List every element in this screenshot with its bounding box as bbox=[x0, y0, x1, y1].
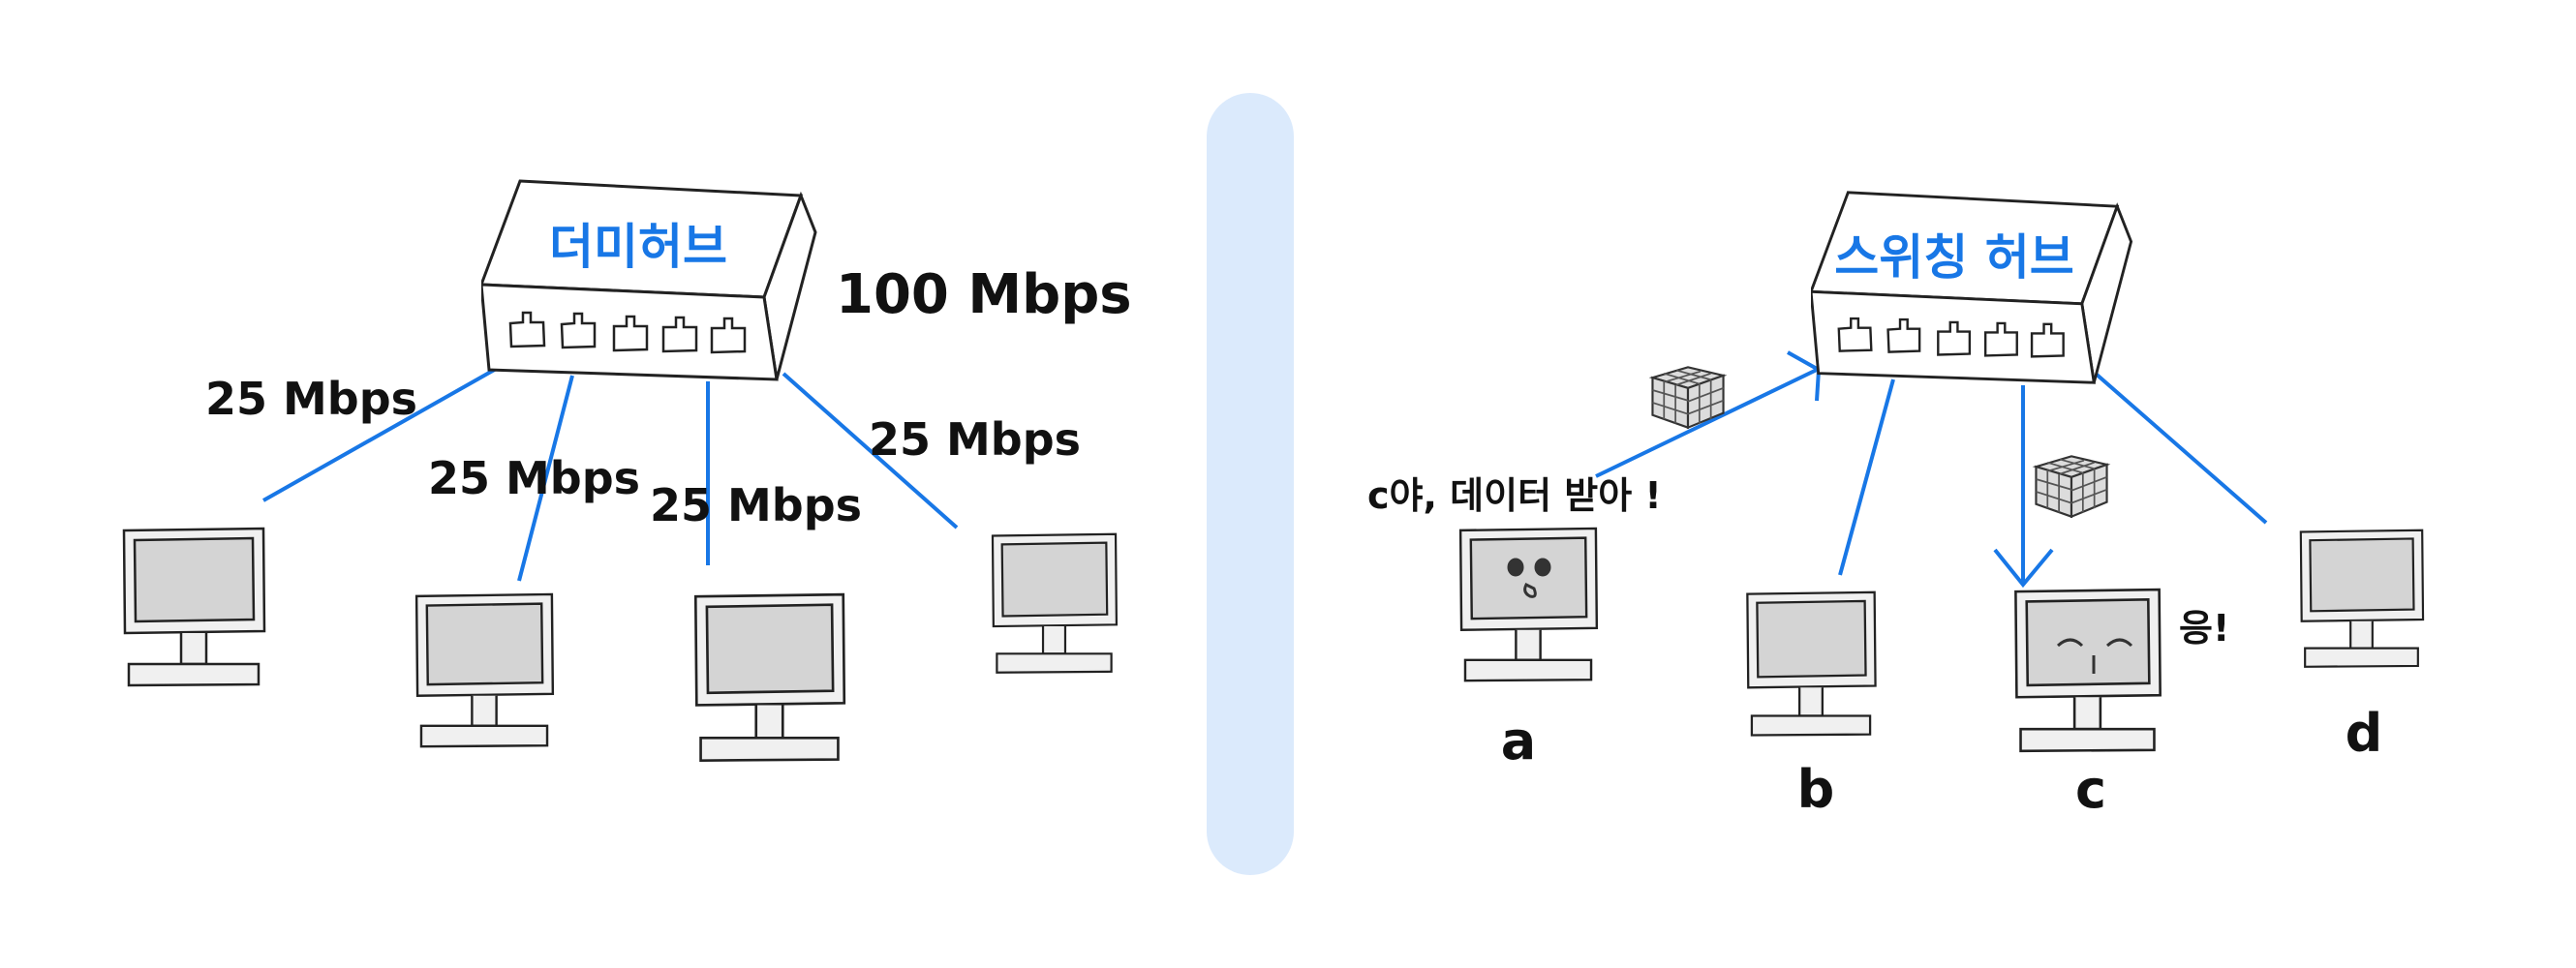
pc-label-a: a bbox=[1501, 711, 1536, 771]
face-happy-icon bbox=[2056, 638, 2133, 674]
switching-hub-label: 스위칭 허브 bbox=[1834, 229, 2073, 286]
link-speed-label: 25 Mbps bbox=[428, 452, 640, 504]
hub-bandwidth-label: 100 Mbps bbox=[836, 263, 1132, 326]
link-line bbox=[782, 372, 959, 529]
link-line bbox=[2094, 372, 2268, 525]
pc-label-c: c bbox=[2075, 759, 2106, 820]
pc-label-b: b bbox=[1797, 759, 1835, 820]
link-speed-label: 25 Mbps bbox=[869, 413, 1081, 466]
arrowhead bbox=[1993, 548, 2054, 589]
data-packet-icon bbox=[2035, 455, 2108, 518]
switching-hub-icon bbox=[1811, 191, 2133, 384]
link-line bbox=[517, 375, 574, 582]
dummy-hub-links bbox=[262, 366, 959, 582]
link-speed-label: 25 Mbps bbox=[205, 373, 417, 425]
dummy-hub-icon bbox=[481, 179, 817, 381]
pc-label-d: d bbox=[2346, 703, 2383, 764]
monitor-icon bbox=[991, 532, 1119, 674]
speech-sender: c야, 데이터 받아 ! bbox=[1367, 474, 1662, 517]
monitor-icon bbox=[2299, 529, 2425, 668]
dummy-hub-label: 더미허브 bbox=[549, 219, 727, 275]
center-divider bbox=[1207, 93, 1294, 875]
monitor-icon bbox=[1746, 590, 1877, 737]
monitor-icon bbox=[693, 592, 846, 763]
face-talking-icon bbox=[1507, 558, 1551, 598]
monitor-icon bbox=[414, 592, 555, 748]
link-speed-label: 25 Mbps bbox=[650, 479, 862, 531]
monitor-icon bbox=[1458, 527, 1599, 682]
link-line bbox=[1838, 378, 1895, 576]
speech-receiver: 응! bbox=[2179, 607, 2229, 650]
monitor-icon bbox=[122, 527, 266, 687]
link-line bbox=[1595, 368, 1818, 478]
link-line bbox=[262, 366, 499, 502]
monitor-icon bbox=[2014, 588, 2162, 753]
